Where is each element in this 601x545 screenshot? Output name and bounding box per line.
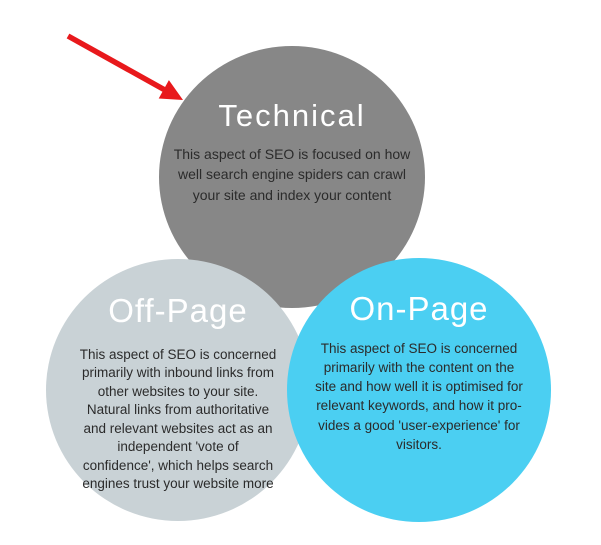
on-page-title: On-Page	[349, 290, 489, 327]
off-page-description: This aspect of SEO is concerned primaril…	[79, 347, 277, 492]
off-page-title: Off-Page	[108, 292, 248, 329]
on-page-description: This aspect of SEO is concerned primaril…	[315, 341, 523, 452]
technical-title: Technical	[218, 98, 366, 133]
technical-circle: Technical This aspect of SEO is focused …	[159, 46, 425, 308]
on-page-circle: On-Page This aspect of SEO is concerned …	[287, 258, 551, 522]
off-page-circle: Off-Page This aspect of SEO is concerned…	[46, 259, 310, 521]
red-arrow-head	[158, 80, 183, 100]
technical-description: This aspect of SEO is focused on how wel…	[173, 146, 411, 203]
red-arrow-shaft	[66, 33, 166, 92]
